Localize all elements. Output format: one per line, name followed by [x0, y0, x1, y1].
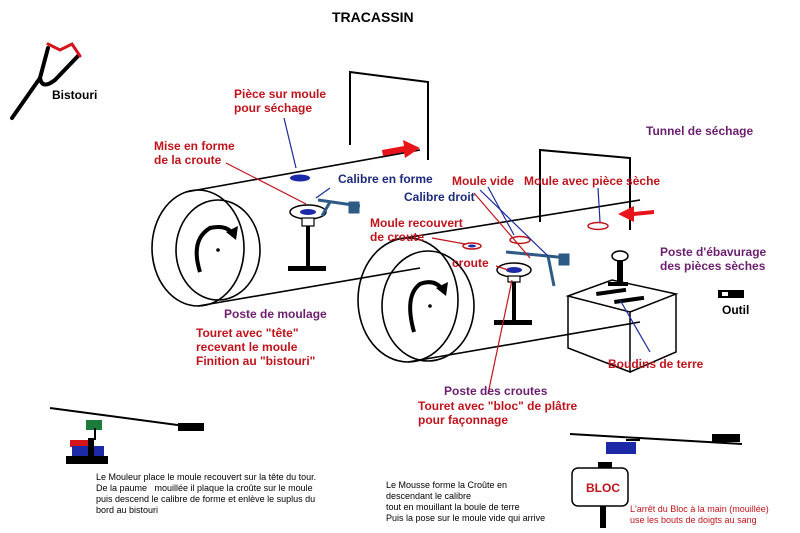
label-bloc: BLOC [586, 481, 620, 495]
label-tunnel-sechage: Tunnel de séchage [646, 124, 754, 138]
ebavurage-station [565, 279, 679, 374]
flow-arrow-left [618, 206, 654, 222]
label-bistouri: Bistouri [52, 88, 98, 102]
label-touret-bloc: Touret avec "bloc" de plâtre pour façonn… [418, 399, 578, 427]
label-piece-sur-moule: Pièce sur moule pour séchage [234, 87, 327, 115]
label-outil: Outil [722, 303, 750, 317]
label-moule-piece-seche: Moule avec pièce sèche [524, 174, 661, 188]
label-croute: croute [452, 256, 489, 270]
outil-icon [718, 290, 744, 298]
flow-arrow-right [382, 140, 420, 158]
label-moule-vide: Moule vide [452, 174, 515, 188]
label-calibre-en-forme: Calibre en forme [338, 172, 433, 186]
calibre-droit [505, 250, 570, 287]
label-touret-tete: Touret avec "tête" recevant le moule Fin… [196, 326, 316, 368]
moule-recouvert-core [468, 244, 476, 248]
tunnel-frame [349, 70, 631, 230]
page-title: TRACASSIN [332, 9, 414, 25]
label-boudins: Boudins de terre [608, 357, 704, 371]
ebavurage-touret [608, 250, 629, 286]
label-poste-croutes: Poste des croutes [444, 384, 548, 398]
mouleur-detail [49, 407, 204, 464]
label-mise-en-forme: Mise en forme de la croute [154, 139, 235, 167]
note-mousse: Le Mousse forme la Croûte en descendant … [386, 480, 546, 523]
right-rotation-arrow [408, 280, 446, 333]
left-rotation-arrowhead [226, 226, 238, 240]
boudins-icon [596, 287, 645, 304]
right-wheel-axle [428, 304, 432, 308]
label-moule-recouvert: Moule recouvert de croute [370, 216, 463, 244]
left-wheel-axle [216, 248, 220, 252]
label-poste-moulage: Poste de moulage [224, 307, 327, 321]
left-conveyor [151, 149, 421, 307]
right-rotation-arrowhead [436, 282, 448, 296]
bistouri-icon [10, 42, 82, 120]
touret-tete [288, 204, 327, 271]
moule-piece-seche-mark [587, 221, 609, 231]
piece-sur-moule-mark [290, 174, 310, 182]
moule-vide-mark [509, 235, 531, 245]
touret-bloc [494, 262, 532, 325]
bloc-detail [569, 433, 743, 528]
note-arret: L'arrêt du Bloc à la main (mouillée) use… [630, 504, 769, 525]
calibre-en-forme [317, 198, 361, 217]
label-poste-ebavurage: Poste d'ébavurage des pièces sèches [660, 245, 767, 273]
note-mouleur: Le Mouleur place le moule recouvert sur … [96, 472, 317, 515]
label-calibre-droit: Calibre droit [404, 190, 475, 204]
leader-lines [225, 117, 651, 395]
